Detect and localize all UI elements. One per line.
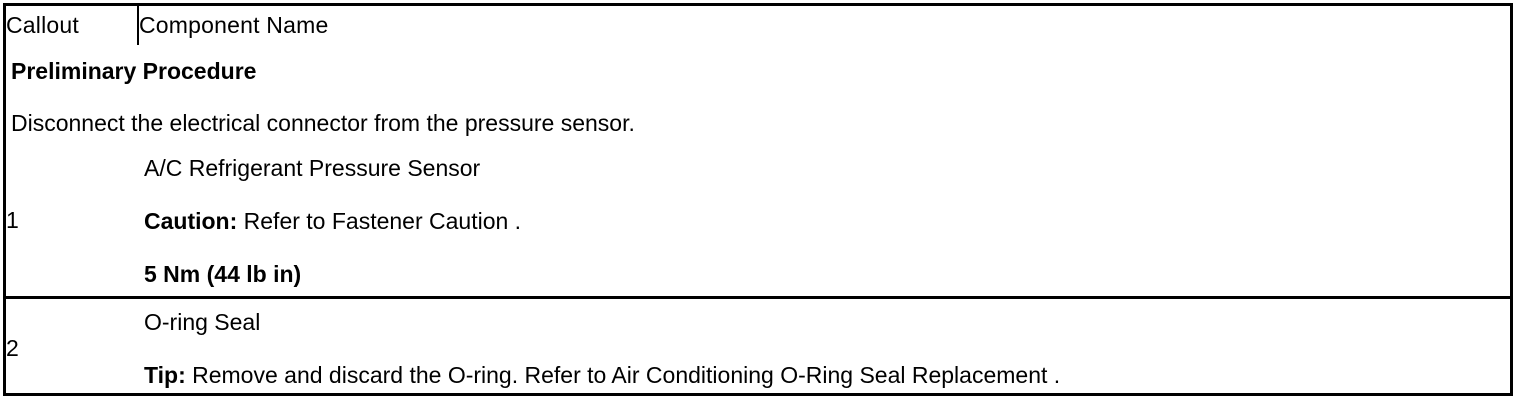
- line-text: O-ring Seal: [144, 309, 261, 335]
- preliminary-procedure-text: Disconnect the electrical connector from…: [11, 109, 635, 136]
- line-text: A/C Refrigerant Pressure Sensor: [144, 155, 481, 181]
- callout-number: 2: [6, 334, 19, 361]
- callout-number: 1: [6, 145, 138, 299]
- service-procedure-table: Callout Component Name Preliminary Proce…: [6, 6, 1510, 397]
- line-text: 5 Nm (44 lb in): [144, 261, 302, 287]
- component-line: O-ring Seal: [144, 308, 1510, 336]
- preliminary-procedure-title: Preliminary Procedure: [11, 57, 257, 84]
- column-header-callout: Callout: [6, 6, 139, 45]
- preliminary-procedure-cell: Preliminary Procedure Disconnect the ele…: [6, 45, 1510, 145]
- line-label: Caution:: [144, 208, 238, 234]
- preliminary-procedure-row: Preliminary Procedure Disconnect the ele…: [6, 45, 1510, 145]
- component-line: Caution: Refer to Fastener Caution .: [144, 207, 1510, 235]
- component-line: A/C Refrigerant Pressure Sensor: [144, 154, 1510, 182]
- component-line: 5 Nm (44 lb in): [144, 260, 1510, 288]
- component-line: Tip: Remove and discard the O-ring. Refe…: [144, 361, 1510, 389]
- table-header-row: Callout Component Name: [6, 6, 1510, 45]
- line-text: Remove and discard the O-ring. Refer to …: [185, 362, 1061, 388]
- column-header-component-name: Component Name: [139, 12, 329, 38]
- component-name-table: Callout Component Name Preliminary Proce…: [3, 3, 1513, 396]
- line-label: Tip:: [144, 362, 186, 388]
- line-text: Refer to Fastener Caution .: [237, 208, 522, 234]
